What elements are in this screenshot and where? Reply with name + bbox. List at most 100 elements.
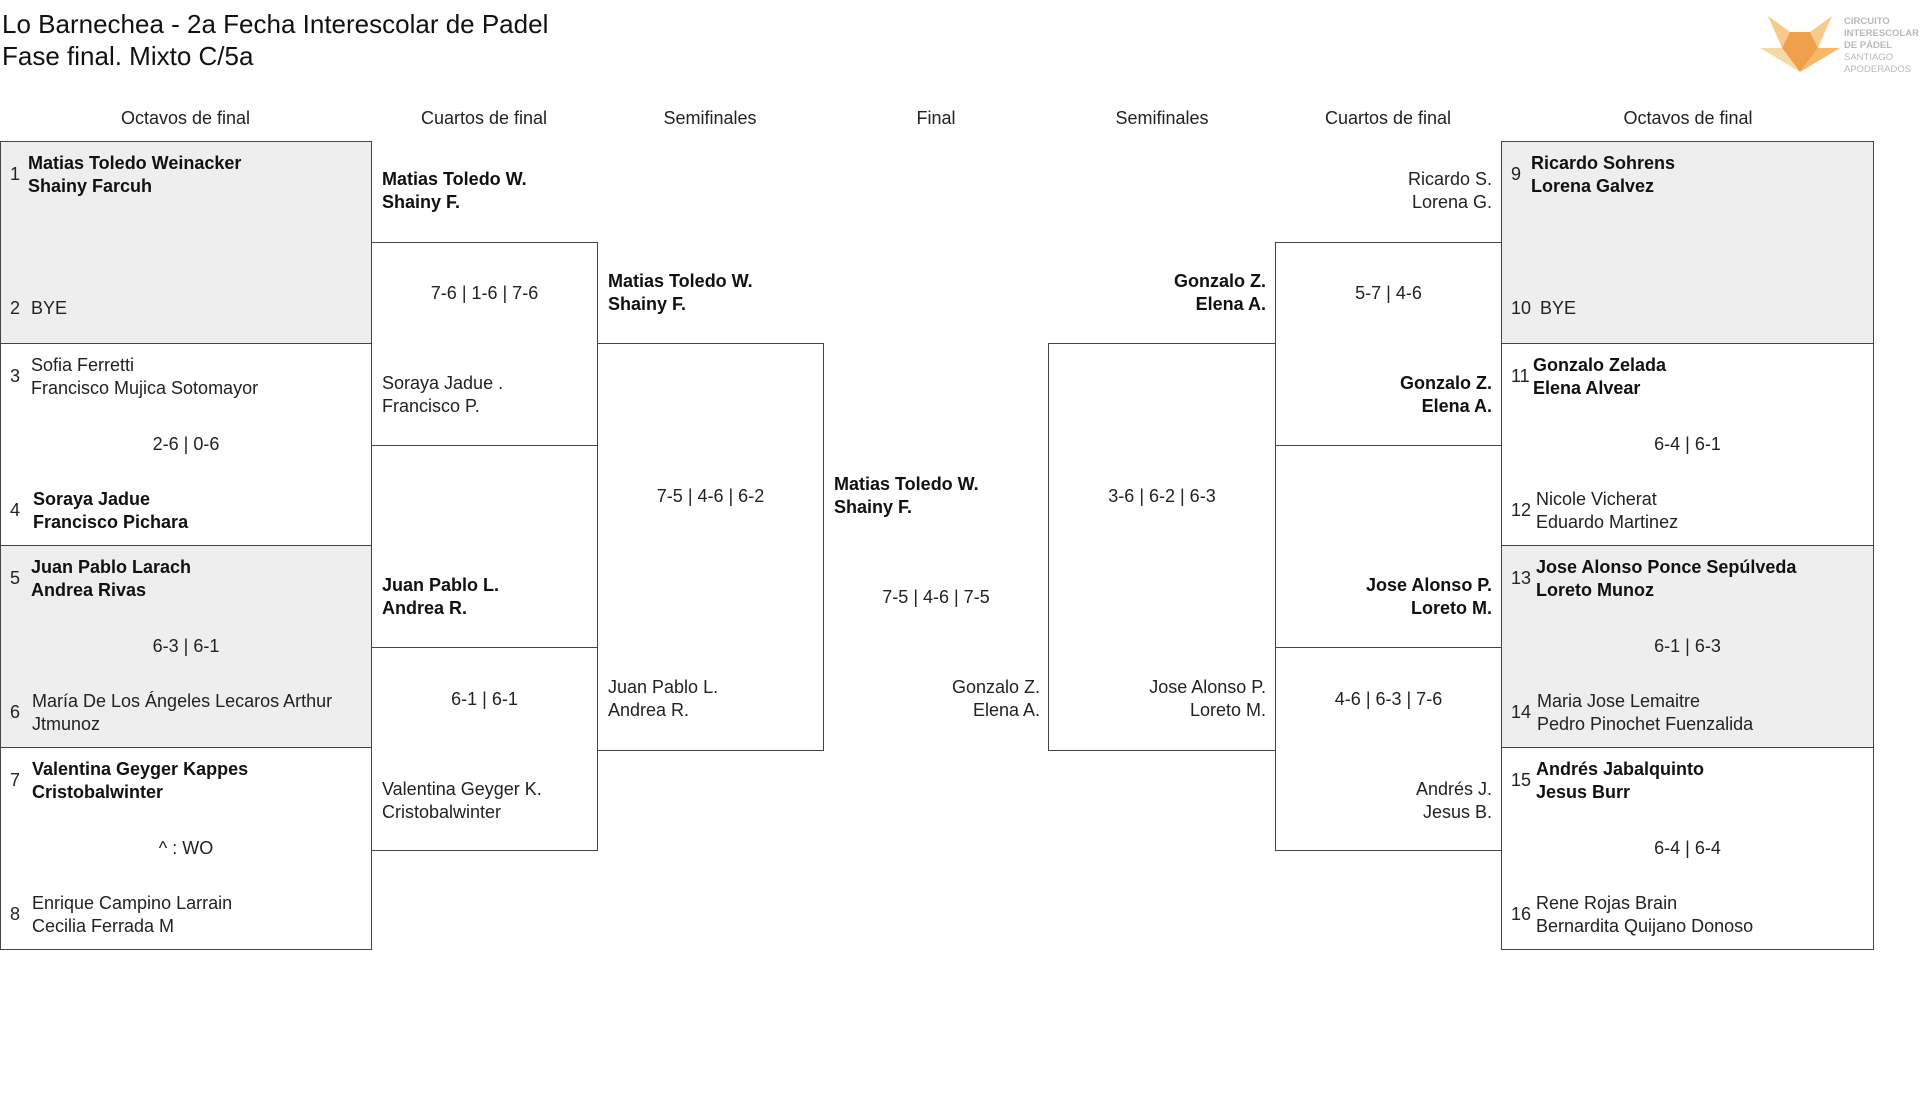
page-title: Lo Barnechea - 2a Fecha Interescolar de … — [2, 8, 548, 72]
seed-number: 15 — [1511, 770, 1532, 790]
match-box-r16-right-4 — [1501, 747, 1874, 950]
seed-number: 16 — [1511, 904, 1532, 924]
team-entry: Ricardo Sohrens Lorena Galvez — [1531, 152, 1675, 198]
seed-number: 6 — [10, 702, 21, 722]
match-score: 3-6 | 6-2 | 6-3 — [1108, 486, 1216, 506]
player-name: Juan Pablo Larach — [31, 557, 192, 577]
player-name: Valentina Geyger Kappes — [32, 759, 249, 779]
seed-number: 5 — [10, 568, 21, 588]
match-score: ^ : WO — [158, 838, 214, 858]
player-name: Gonzalo Z. — [1400, 373, 1492, 393]
logo-line-4: SANTIAGO — [1844, 52, 1894, 63]
header-r16-left: Octavos de final — [120, 108, 251, 128]
team-entry: Jose Alonso Ponce Sepúlveda Loreto Munoz — [1536, 556, 1796, 602]
team-entry: Juan Pablo Larach Andrea Rivas — [31, 556, 191, 602]
player-name: Eduardo Martinez — [1536, 512, 1679, 532]
team-entry: Andrés Jabalquinto Jesus Burr — [1536, 758, 1704, 804]
player-name: Jtmunoz — [32, 714, 101, 734]
seed-number: 14 — [1511, 702, 1532, 722]
match-score: 6-3 | 6-1 — [152, 636, 220, 656]
team-entry: Valentina Geyger Kappes Cristobalwinter — [32, 758, 248, 804]
team-entry: Soraya Jadue . Francisco P. — [382, 372, 503, 418]
player-name: Matias Toledo Weinacker — [28, 153, 242, 173]
header-r16-right: Octavos de final — [1623, 108, 1753, 128]
player-name: Loreto Munoz — [1536, 580, 1654, 600]
match-box-sf-right — [1048, 343, 1276, 751]
team-entry: María De Los Ángeles Lecaros Arthur Jtmu… — [32, 690, 332, 736]
player-name: Soraya Jadue . — [382, 373, 504, 393]
player-name: Shainy F. — [608, 294, 687, 314]
seed-number: 9 — [1511, 164, 1522, 184]
match-score: 6-4 | 6-4 — [1654, 838, 1721, 858]
team-entry: BYE — [1540, 297, 1576, 320]
player-name: Shainy F. — [834, 497, 913, 517]
player-name: Cristobalwinter — [32, 782, 164, 802]
title-line-1: Lo Barnechea - 2a Fecha Interescolar de … — [2, 9, 549, 39]
team-entry: BYE — [31, 297, 67, 320]
match-box-sf-left — [597, 343, 824, 751]
circuit-logo: CIRCUITO INTERESCOLAR DE PÁDEL SANTIAGO … — [1760, 14, 1920, 76]
header-qf-right: Cuartos de final — [1324, 108, 1452, 128]
seed-number: 11 — [1511, 366, 1530, 386]
team-entry: Matias Toledo W. Shainy F. — [382, 168, 527, 214]
player-name: Lorena G. — [1411, 192, 1492, 212]
seed-number: 2 — [10, 298, 21, 318]
player-name: Nicole Vicherat — [1536, 489, 1657, 509]
team-entry: Gonzalo Z. Elena A. — [1049, 270, 1266, 316]
player-name: Jose Alonso P. — [1149, 677, 1266, 697]
match-score: 5-7 | 4-6 — [1355, 283, 1422, 303]
seed-number: 8 — [10, 904, 21, 924]
match-score: 4-6 | 6-3 | 7-6 — [1334, 689, 1443, 709]
player-name: Matias Toledo W. — [382, 169, 527, 189]
player-name: Elena A. — [1195, 294, 1266, 314]
match-score: 7-6 | 1-6 | 7-6 — [430, 283, 539, 303]
player-name: Pedro Pinochet Fuenzalida — [1537, 714, 1754, 734]
team-entry: Enrique Campino Larrain Cecilia Ferrada … — [32, 892, 232, 938]
team-entry: Juan Pablo L. Andrea R. — [382, 574, 499, 620]
team-entry: Juan Pablo L. Andrea R. — [608, 676, 718, 722]
player-name: Andrea R. — [382, 598, 468, 618]
player-name: Andrea Rivas — [31, 580, 147, 600]
fox-logo-icon — [1760, 16, 1840, 72]
match-score: 7-5 | 4-6 | 6-2 — [656, 486, 765, 506]
match-score: 6-1 | 6-1 — [451, 689, 518, 709]
player-name: Matias Toledo W. — [608, 271, 753, 291]
player-name: Francisco Pichara — [33, 512, 189, 532]
match-score: 6-1 | 6-3 — [1654, 636, 1721, 656]
header-sf-left: Semifinales — [663, 108, 757, 128]
team-entry: Nicole Vicherat Eduardo Martinez — [1536, 488, 1678, 534]
player-name: Andrea R. — [608, 700, 690, 720]
logo-text: CIRCUITO INTERESCOLAR DE PÁDEL SANTIAGO … — [1844, 16, 1919, 76]
player-name: Ricardo S. — [1407, 169, 1492, 189]
seed-number: 1 — [10, 164, 21, 184]
player-name: Loreto M. — [1189, 700, 1266, 720]
team-entry: Gonzalo Zelada Elena Alvear — [1533, 354, 1666, 400]
player-name: Francisco P. — [382, 396, 480, 416]
player-name: Elena A. — [972, 700, 1040, 720]
team-entry: Matias Toledo W. Shainy F. — [834, 473, 979, 519]
seed-number: 7 — [10, 770, 21, 790]
player-name: BYE — [1540, 298, 1577, 318]
player-name: Enrique Campino Larrain — [32, 893, 233, 913]
player-name: Valentina Geyger K. — [382, 779, 542, 799]
logo-line-5: APODERADOS — [1844, 64, 1912, 75]
player-name: Matias Toledo W. — [834, 474, 979, 494]
player-name: Juan Pablo L. — [608, 677, 719, 697]
player-name: Soraya Jadue — [33, 489, 151, 509]
team-entry: Gonzalo Z. Elena A. — [1275, 372, 1492, 418]
title-line-2: Fase final. Mixto C/5a — [2, 41, 254, 71]
player-name: Elena Alvear — [1533, 378, 1641, 398]
logo-line-3: DE PÁDEL — [1844, 40, 1893, 51]
header-final: Final — [916, 108, 956, 128]
player-name: Shainy F. — [382, 192, 461, 212]
team-entry: Ricardo S. Lorena G. — [1275, 168, 1492, 214]
team-entry: Jose Alonso P. Loreto M. — [1049, 676, 1266, 722]
player-name: BYE — [31, 298, 68, 318]
player-name: Sofia Ferretti — [31, 355, 135, 375]
logo-line-1: CIRCUITO — [1844, 16, 1890, 27]
player-name: Gonzalo Z. — [951, 677, 1040, 697]
match-box-r16-right-3 — [1501, 545, 1874, 748]
player-name: Andrés Jabalquinto — [1536, 759, 1705, 779]
seed-number: 12 — [1511, 500, 1532, 520]
player-name: Cristobalwinter — [382, 802, 502, 822]
